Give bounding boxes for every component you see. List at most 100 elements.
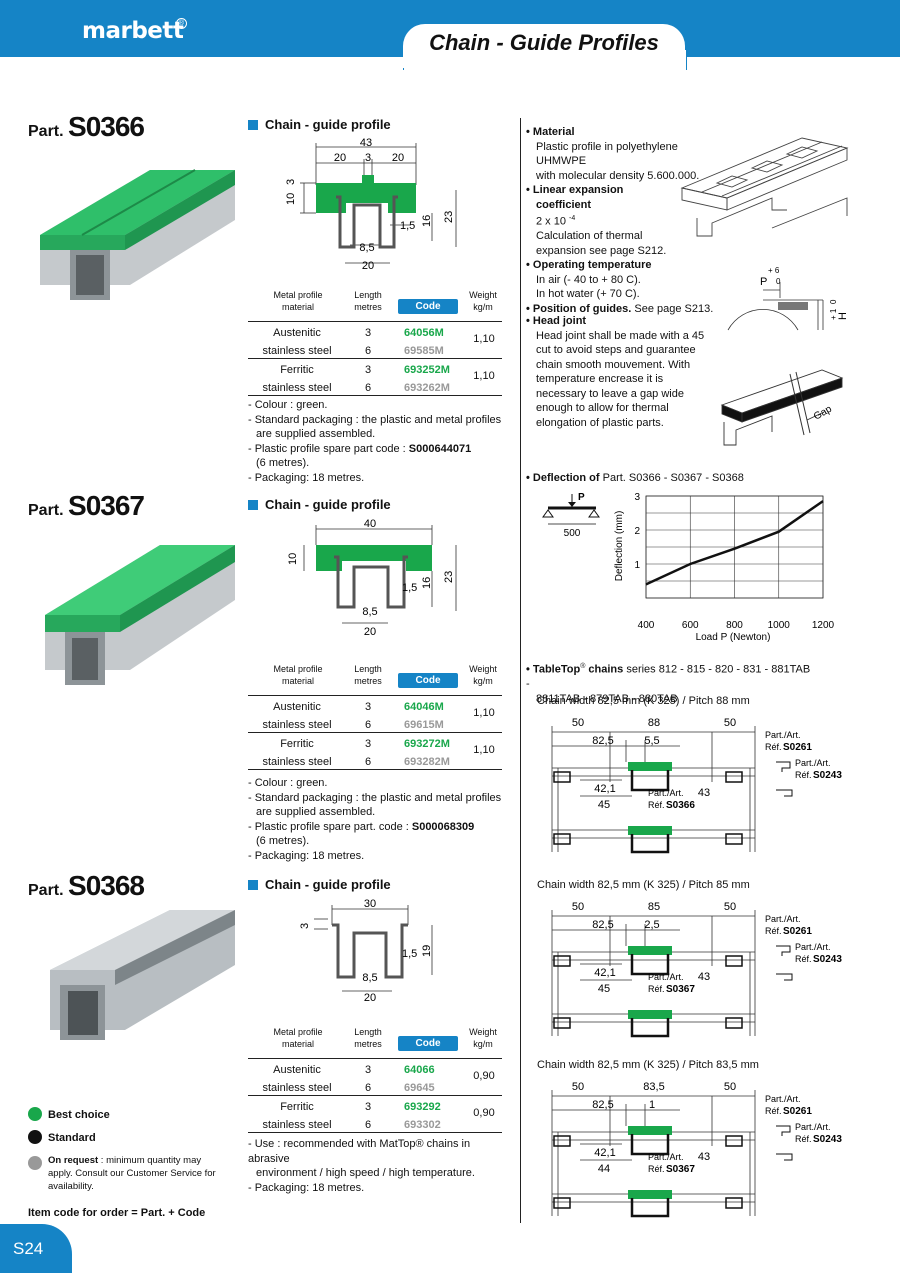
material-block: • Material Plastic profile in polyethyle… [526, 126, 714, 315]
chart-y-tick: 1 [634, 560, 640, 571]
profile-drawing-s0366: 43 20 3 20 10 3 1,5 16 23 8,5 20 [285, 137, 457, 272]
dim-label: 16 [421, 577, 433, 589]
ref-label: Réf. [648, 800, 665, 810]
svg-text:+ 1: + 1 [829, 308, 838, 320]
dim-label: 43 [698, 971, 710, 983]
ref-label: Réf. [648, 984, 665, 994]
dim-label: 10 [287, 553, 299, 565]
dim-label: 85 [648, 901, 660, 913]
code-cell: 69585M [404, 345, 444, 357]
ref-code: S0367 [666, 984, 695, 995]
bullet-square-icon [248, 120, 258, 130]
dim-label: 20 [392, 152, 404, 164]
dim-label: 1,5 [402, 948, 417, 960]
dim-label: 3 [299, 923, 311, 929]
length-cell: 6 [364, 1082, 372, 1094]
inset-span-label: 500 [564, 528, 581, 538]
material-cell: stainless steel [262, 382, 332, 394]
notes-s0368: - Use : recommended with MatTop® chains … [248, 1138, 475, 1194]
material-cell: stainless steel [262, 345, 332, 357]
marbett-logo: marbett [82, 18, 184, 44]
grey-dot-icon [28, 1156, 42, 1170]
code-cell: 69615M [404, 719, 444, 731]
weight-cell: 0,90 [473, 1070, 495, 1082]
dim-label: 82,5 [592, 919, 613, 931]
ref-code: S0366 [666, 800, 695, 811]
dim-label: 50 [724, 901, 736, 913]
deflection-title: • Deflection of Part. S0366 - S0367 - S0… [526, 472, 744, 484]
code-cell: 693292 [404, 1101, 441, 1113]
length-cell: 3 [364, 701, 372, 713]
col-header-length: Length metres [354, 1027, 382, 1049]
page-title: Chain - Guide Profiles [429, 30, 659, 55]
col-header-material: Metal profile material [273, 290, 323, 312]
tabletop-block: • TableTop® chains series 812 - 815 - 82… [526, 663, 811, 705]
dim-label: 8,5 [362, 972, 377, 984]
length-cell: 3 [364, 327, 372, 339]
length-cell: 3 [364, 1064, 372, 1076]
dim-label: 1 [649, 1099, 655, 1111]
inset-p-label: P [578, 492, 585, 503]
table-rule [248, 321, 502, 322]
dim-label: 42,1 [594, 1147, 615, 1159]
black-dot-icon [28, 1130, 42, 1144]
chart-y-tick: 3 [634, 492, 640, 503]
weight-cell: 1,10 [473, 370, 495, 382]
ref-label: Part./Art. [765, 730, 801, 740]
chart-x-tick: 400 [638, 620, 655, 631]
dim-label: 20 [364, 626, 376, 638]
dim-label: 43 [698, 1151, 710, 1163]
weight-cell: 1,10 [473, 707, 495, 719]
registered-mark: ® [176, 18, 187, 29]
dim-label: 8,5 [359, 242, 374, 254]
table-rule [248, 732, 502, 733]
ref-label: Part./Art. [765, 1094, 801, 1104]
dim-label: 82,5 [592, 735, 613, 747]
col-header-length: Length metres [354, 664, 382, 686]
ref-code: S0367 [666, 1164, 695, 1175]
code-cell: 693252M [404, 364, 450, 376]
ref-label: Part./Art. [795, 1122, 831, 1132]
ref-code: S0243 [813, 1134, 842, 1145]
table-rule [248, 695, 502, 696]
table-rule [248, 358, 502, 359]
svg-text:0: 0 [776, 277, 781, 286]
col-header-weight: Weight kg/m [469, 290, 497, 312]
material-cell: stainless steel [262, 1082, 332, 1094]
dim-label: 3 [365, 152, 371, 164]
dim-label: 45 [598, 799, 610, 811]
length-cell: 6 [364, 756, 372, 768]
chart-x-tick: 1000 [768, 620, 791, 631]
col-header-weight: Weight kg/m [469, 664, 497, 686]
length-cell: 6 [364, 345, 372, 357]
dim-label: 43 [360, 137, 372, 149]
section-title: Chain width 82,5 mm (K 325) / Pitch 85 m… [537, 879, 750, 891]
dim-label: 42,1 [594, 967, 615, 979]
dim-label: 83,5 [643, 1081, 664, 1093]
legend-standard: Standard [28, 1130, 96, 1144]
ref-label: Réf. [795, 954, 812, 964]
length-cell: 6 [364, 719, 372, 731]
dim-label: 10 [285, 193, 297, 205]
section-title: Chain width 82,5 mm (K 325) / Pitch 83,5… [537, 1059, 759, 1071]
ref-label: Réf. [795, 1134, 812, 1144]
weight-cell: 1,10 [473, 744, 495, 756]
column-divider [520, 118, 521, 1223]
dim-label: 43 [698, 787, 710, 799]
col-header-length: Length metres [354, 290, 382, 312]
dim-label: 19 [421, 945, 433, 957]
material-cell: stainless steel [262, 719, 332, 731]
legend-on-request: On request : minimum quantity may apply.… [48, 1155, 216, 1192]
notes-s0366: - Colour : green. - Standard packaging :… [248, 399, 502, 484]
part-heading-s0367: Part. S0367 [28, 490, 145, 521]
code-cell: 693272M [404, 738, 450, 750]
